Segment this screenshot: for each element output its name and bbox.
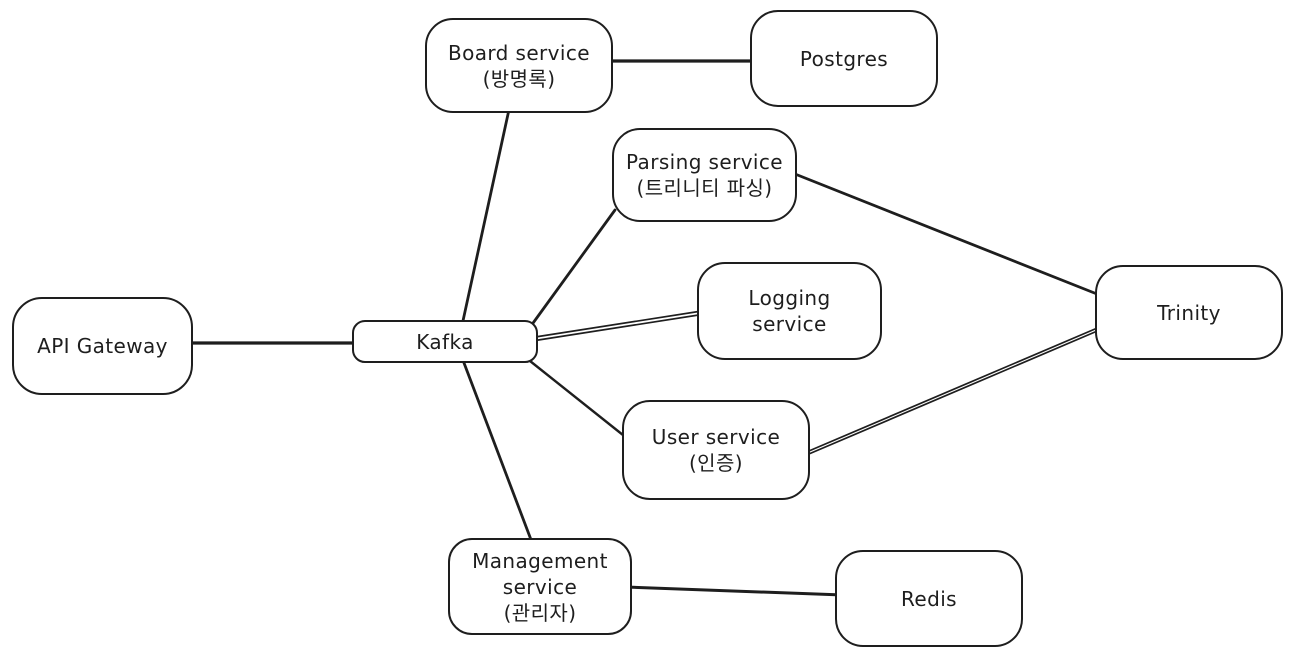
edge-user-service-trinity: [802, 325, 1103, 455]
node-parsing-service: Parsing service (트리니티 파싱): [612, 128, 797, 222]
node-postgres-label: Postgres: [799, 46, 889, 71]
node-trinity: Trinity: [1095, 265, 1283, 360]
edge-kafka-logging-service: [531, 309, 706, 339]
node-user-service: User service (인증): [622, 400, 810, 500]
node-management-service-label: Management service: [472, 548, 608, 599]
node-board-service: Board service (방명록): [425, 18, 613, 113]
node-api-gateway-label: API Gateway: [37, 334, 168, 358]
edge-kafka-board-service: [459, 103, 512, 332]
node-api-gateway: API Gateway: [12, 297, 193, 395]
edge-kafka-user-service: [523, 355, 635, 445]
node-management-service-sublabel: (관리자): [503, 600, 577, 625]
node-redis-label: Redis: [901, 586, 957, 611]
node-logging-service-label: Logging service: [748, 286, 831, 336]
node-board-service-sublabel: (방명록): [482, 66, 556, 91]
node-kafka: Kafka: [352, 320, 538, 363]
node-redis: Redis: [835, 550, 1023, 647]
node-logging-service: Logging service: [697, 262, 882, 360]
node-parsing-service-label: Parsing service: [626, 150, 783, 174]
edge-kafka-logging-service-2: [531, 313, 706, 342]
edge-parsing-service-trinity: [788, 170, 1104, 298]
node-kafka-label: Kafka: [416, 329, 474, 354]
node-board-service-label: Board service: [448, 40, 590, 65]
node-postgres: Postgres: [750, 10, 938, 107]
edge-user-service-trinity-2: [802, 328, 1103, 458]
node-management-service: Management service (관리자): [448, 538, 632, 635]
edge-management-service-redis: [623, 585, 845, 597]
node-trinity-label: Trinity: [1157, 300, 1221, 325]
node-user-service-label: User service: [651, 425, 781, 449]
edge-kafka-parsing-service: [526, 208, 617, 332]
edge-kafka-management-service: [459, 353, 535, 547]
node-parsing-service-sublabel: (트리니티 파싱): [636, 176, 773, 200]
node-user-service-sublabel: (인증): [688, 451, 743, 475]
